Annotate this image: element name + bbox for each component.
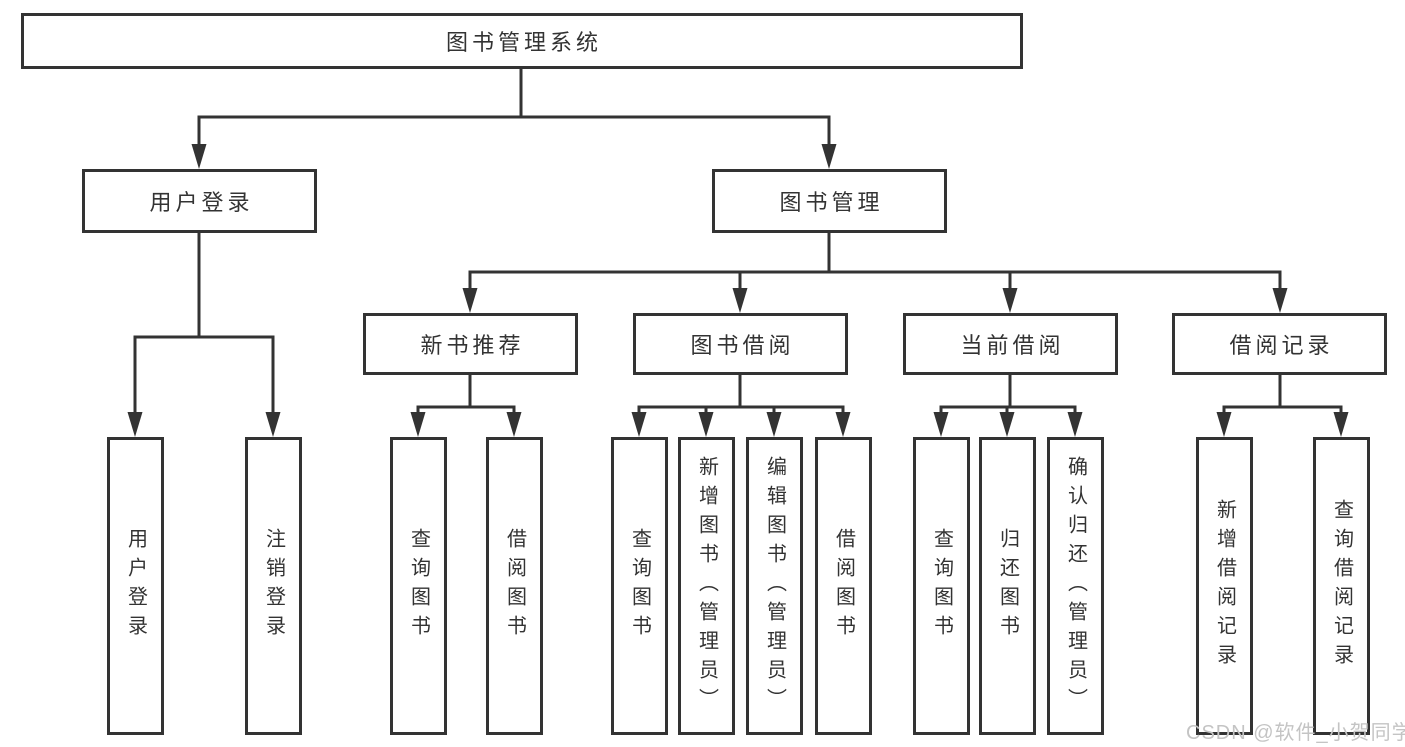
leaf-borrow-books: 借阅图书 xyxy=(815,437,872,735)
node-book-management: 图书管理 xyxy=(712,169,947,233)
arrow-down-icon xyxy=(821,144,837,169)
arrow-down-icon xyxy=(506,412,522,437)
arrow-down-icon xyxy=(999,412,1015,437)
arrow-down-icon xyxy=(1067,412,1083,437)
arrow-down-icon xyxy=(265,412,281,437)
leaf-confirm-return-admin: 确认归还（管理员） xyxy=(1047,437,1104,735)
arrow-down-icon xyxy=(191,144,207,169)
connector-strokes xyxy=(133,67,1343,415)
arrow-down-icon xyxy=(631,412,647,437)
arrow-down-icon xyxy=(1216,412,1232,437)
node-borrow-records: 借阅记录 xyxy=(1172,313,1387,375)
arrow-down-icon xyxy=(835,412,851,437)
leaf-user-login: 用户登录 xyxy=(107,437,164,735)
arrowheads xyxy=(127,144,1349,437)
leaf-add-borrow-record-label: 新增借阅记录 xyxy=(1213,499,1236,673)
leaf-borrow-books-recommend-label: 借阅图书 xyxy=(503,528,526,644)
arrow-down-icon xyxy=(1002,288,1018,313)
node-root: 图书管理系统 xyxy=(21,13,1023,69)
arrow-down-icon xyxy=(127,412,143,437)
leaf-borrow-books-label: 借阅图书 xyxy=(832,528,855,644)
leaf-edit-books-admin-label: 编辑图书（管理员） xyxy=(763,455,786,717)
leaf-query-borrow-record: 查询借阅记录 xyxy=(1313,437,1370,735)
node-user-login-branch-label: 用户登录 xyxy=(149,190,254,215)
leaf-return-books-label: 归还图书 xyxy=(996,528,1019,644)
node-current-borrow: 当前借阅 xyxy=(903,313,1118,375)
arrow-down-icon xyxy=(1272,288,1288,313)
arrow-down-icon xyxy=(410,412,426,437)
leaf-query-books-recommend-label: 查询图书 xyxy=(407,528,430,644)
node-root-label: 图书管理系统 xyxy=(445,30,602,55)
leaf-query-books-borrow: 查询图书 xyxy=(611,437,668,735)
node-book-borrow-label: 图书借阅 xyxy=(690,333,795,358)
leaf-query-books-recommend: 查询图书 xyxy=(390,437,447,735)
arrow-down-icon xyxy=(766,412,782,437)
leaf-logout: 注销登录 xyxy=(245,437,302,735)
node-user-login-branch: 用户登录 xyxy=(82,169,317,233)
node-new-book-recommend: 新书推荐 xyxy=(363,313,578,375)
arrow-down-icon xyxy=(1333,412,1349,437)
arrow-down-icon xyxy=(933,412,949,437)
leaf-borrow-books-recommend: 借阅图书 xyxy=(486,437,543,735)
leaf-add-books-admin-label: 新增图书（管理员） xyxy=(695,455,718,717)
leaf-user-login-label: 用户登录 xyxy=(124,528,147,644)
leaf-return-books: 归还图书 xyxy=(979,437,1036,735)
node-book-borrow: 图书借阅 xyxy=(633,313,848,375)
leaf-query-books-current-label: 查询图书 xyxy=(930,528,953,644)
leaf-add-books-admin: 新增图书（管理员） xyxy=(678,437,735,735)
node-new-book-recommend-label: 新书推荐 xyxy=(420,333,525,358)
arrow-down-icon xyxy=(462,288,478,313)
arrow-down-icon xyxy=(698,412,714,437)
leaf-add-borrow-record: 新增借阅记录 xyxy=(1196,437,1253,735)
node-borrow-records-label: 借阅记录 xyxy=(1229,333,1334,358)
csdn-watermark: CSDN @软件_小贺同学 xyxy=(1186,722,1405,744)
node-current-borrow-label: 当前借阅 xyxy=(960,333,1065,358)
leaf-query-books-borrow-label: 查询图书 xyxy=(628,528,651,644)
leaf-logout-label: 注销登录 xyxy=(262,528,285,644)
arrow-down-icon xyxy=(732,288,748,313)
leaf-edit-books-admin: 编辑图书（管理员） xyxy=(746,437,803,735)
leaf-query-borrow-record-label: 查询借阅记录 xyxy=(1330,499,1353,673)
node-book-management-label: 图书管理 xyxy=(779,190,884,215)
leaf-query-books-current: 查询图书 xyxy=(913,437,970,735)
leaf-confirm-return-admin-label: 确认归还（管理员） xyxy=(1064,455,1087,717)
